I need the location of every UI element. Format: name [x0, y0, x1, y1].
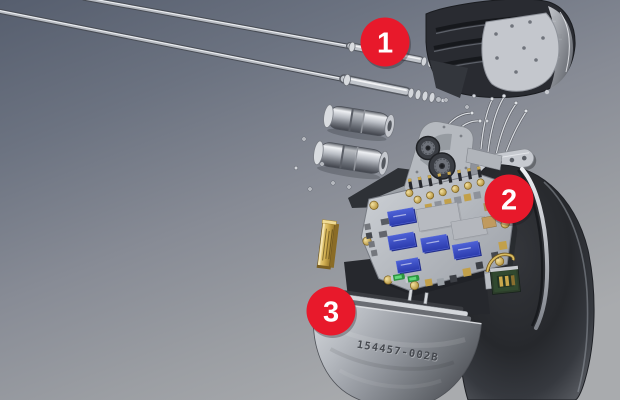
- can-rim-highlight: [543, 181, 589, 393]
- pcb-blue-chips: [387, 207, 482, 275]
- feedthrough-connector: [484, 252, 521, 295]
- callout-badge-3[interactable]: 3: [306, 286, 358, 339]
- loose-screws: [293, 93, 490, 192]
- connector-block-2: [313, 140, 389, 180]
- callout-number-3: 3: [323, 297, 339, 329]
- telemetry-coil-2: [428, 152, 456, 180]
- callout-number-2: 2: [501, 185, 517, 217]
- connector-header: [425, 0, 576, 98]
- header-plate-holes: [494, 20, 545, 74]
- pcb-gray-chips: [415, 202, 489, 241]
- circuit-board: [360, 166, 518, 296]
- lead-2-connector-ribs: [407, 87, 445, 103]
- gold-capacitor: [316, 219, 340, 270]
- battery-body: [313, 299, 482, 400]
- header-plate: [481, 12, 560, 92]
- callout-badge-1[interactable]: 1: [360, 17, 412, 70]
- pcb-led-components: [390, 273, 420, 283]
- pcb-pin-header: [407, 166, 482, 190]
- connector-block-1: [323, 104, 395, 141]
- battery: 154457-002B 154457-002B: [313, 289, 482, 400]
- pacing-lead-2: [0, 8, 445, 103]
- callout-number-1: 1: [377, 28, 393, 60]
- coil-bracket: [380, 121, 503, 204]
- callout-badge-2[interactable]: 2: [484, 174, 536, 227]
- telemetry-coil-1: [415, 135, 441, 161]
